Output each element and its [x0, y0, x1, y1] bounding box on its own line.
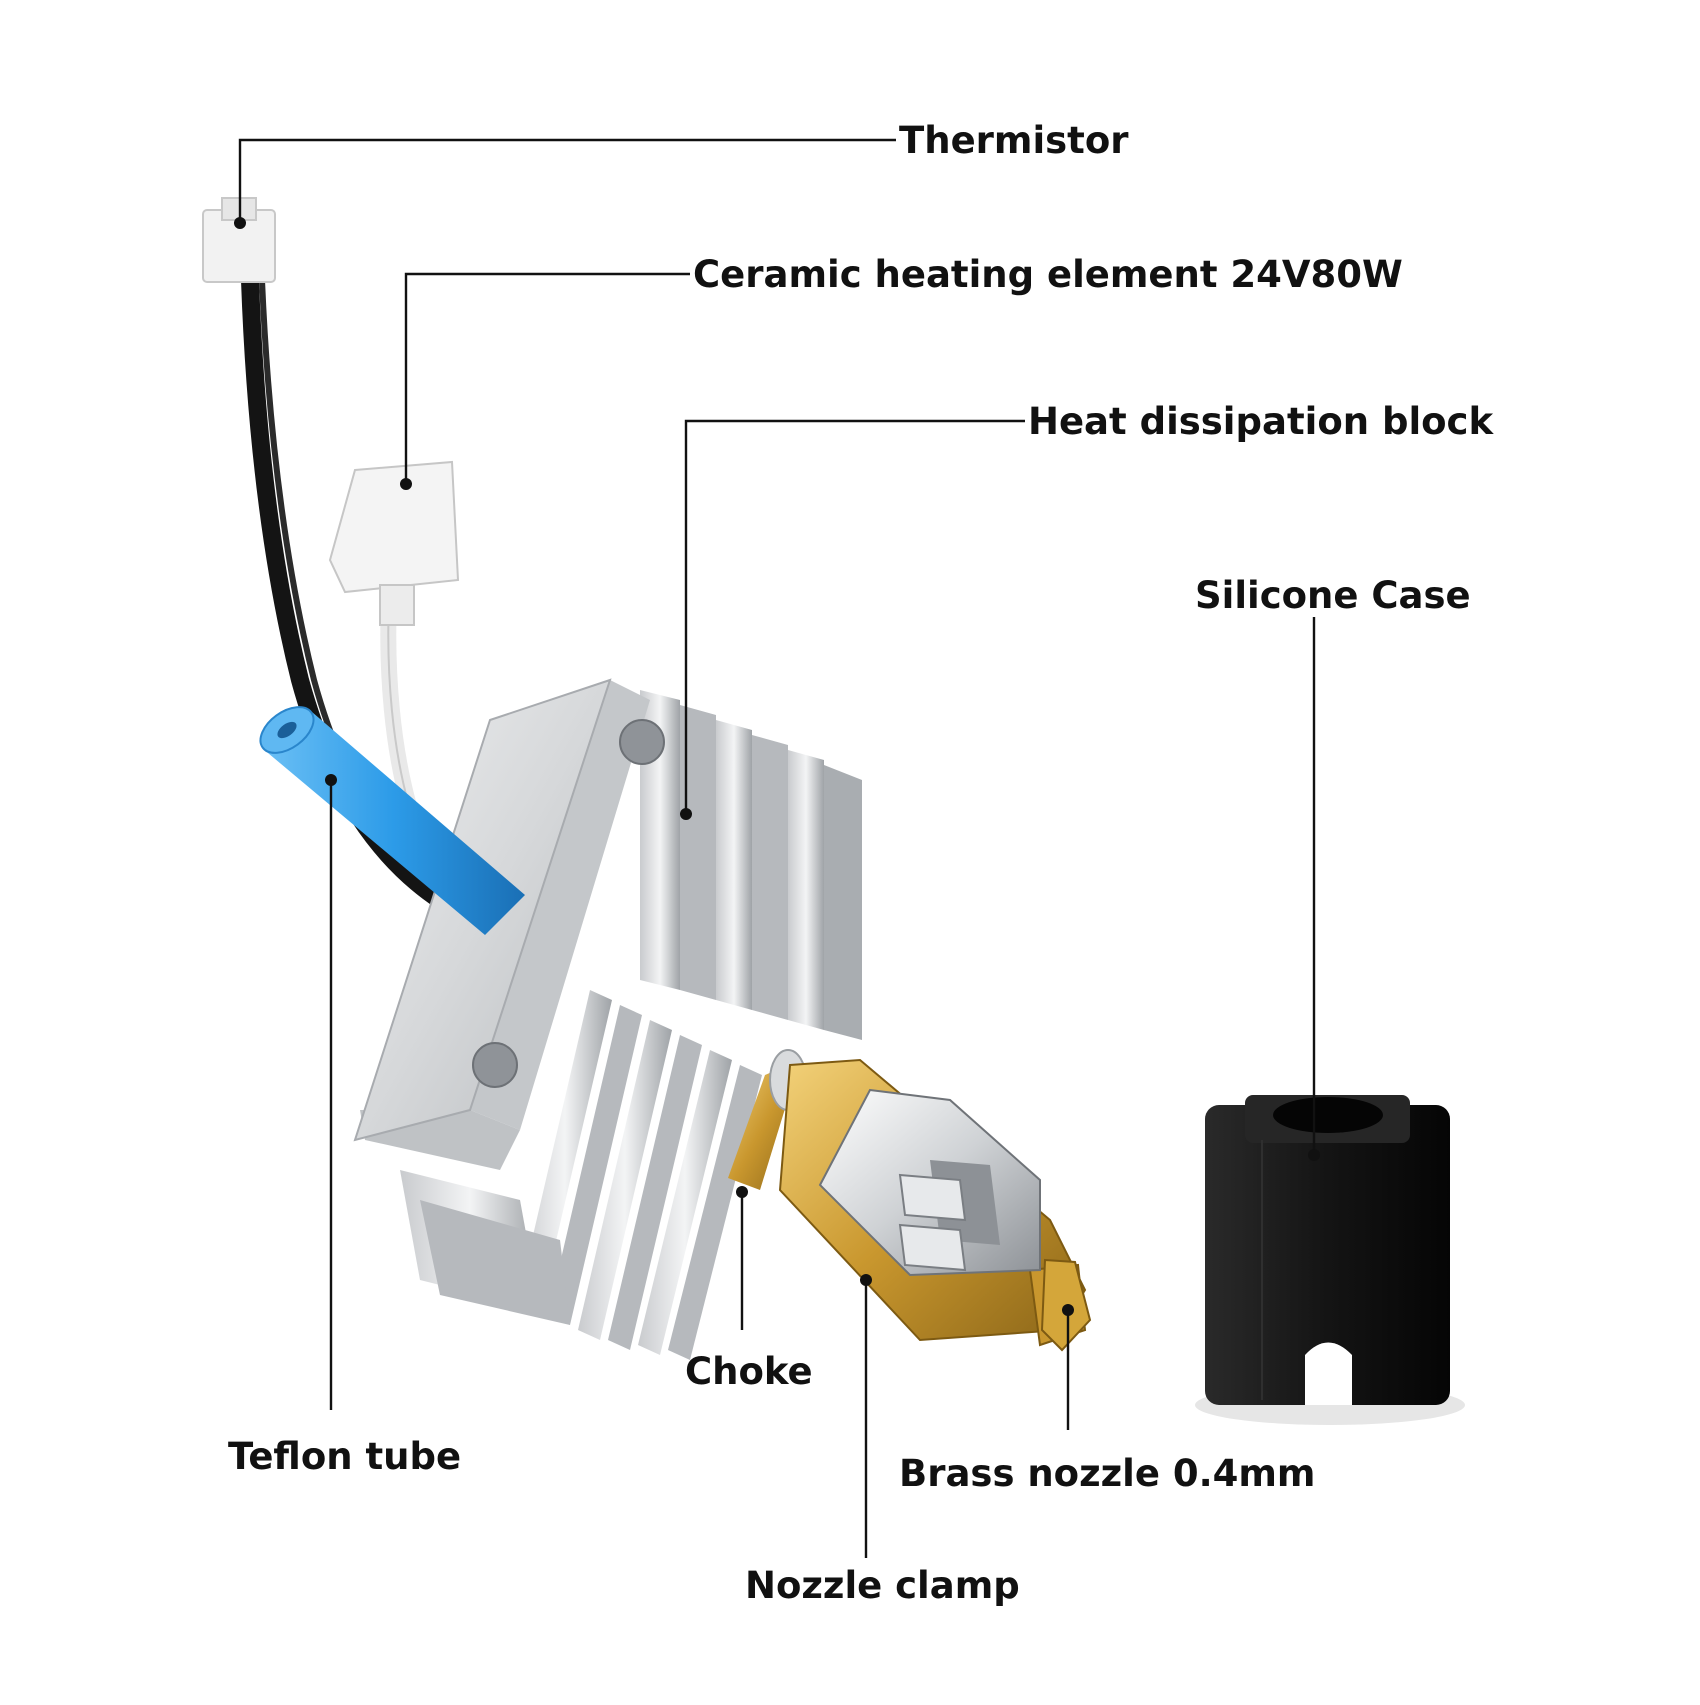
leader-heat-block: [684, 419, 1025, 814]
leader-thermistor: [238, 138, 896, 223]
heatsink-upper-fins: [640, 690, 862, 1040]
silicone-case-part: [1195, 1095, 1465, 1425]
label-thermistor: Thermistor: [899, 119, 1129, 162]
label-teflon-tube: Teflon tube: [228, 1435, 462, 1478]
label-silicone-case: Silicone Case: [1195, 574, 1471, 617]
label-choke: Choke: [685, 1350, 813, 1393]
label-nozzle-clamp: Nozzle clamp: [745, 1564, 1020, 1607]
teflon-tube-shape: [259, 706, 525, 935]
leader-heater: [404, 272, 690, 484]
nozzle-clamp-part: [818, 1088, 1041, 1277]
label-brass-nozzle: Brass nozzle 0.4mm: [899, 1452, 1316, 1495]
heatsink-lower-fins: [400, 990, 762, 1360]
label-ceramic-heating-element: Ceramic heating element 24V80W: [693, 253, 1403, 296]
label-heat-dissipation-block: Heat dissipation block: [1028, 400, 1494, 443]
leader-lines: [238, 138, 1316, 1558]
leader-dots: [234, 217, 1320, 1316]
heater-connector: [328, 460, 460, 626]
